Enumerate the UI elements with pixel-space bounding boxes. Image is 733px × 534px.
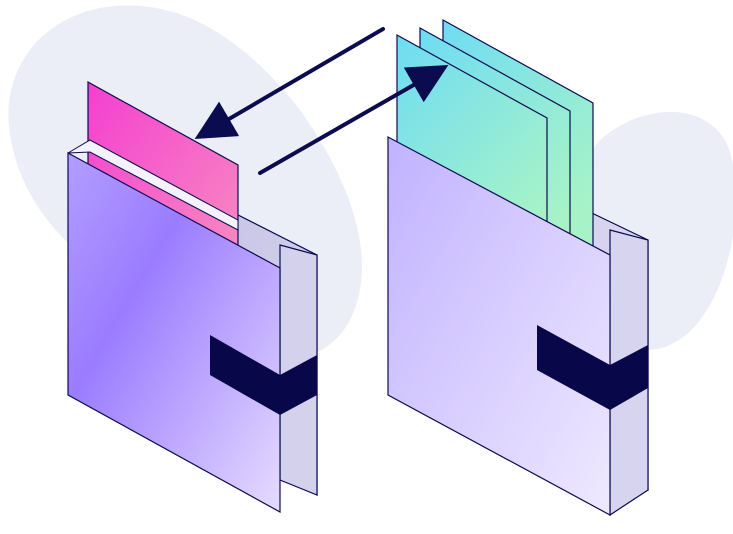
right-wallet	[387, 18, 649, 517]
right-wallet-front-panel	[387, 136, 611, 517]
right-wallet-clasp-icon	[537, 325, 648, 410]
left-wallet	[67, 80, 318, 514]
return-arrow-icon	[258, 65, 449, 175]
left-wallet-front-panel	[67, 151, 281, 514]
left-wallet-inner-strip	[67, 139, 239, 231]
send-arrow-icon	[194, 27, 385, 140]
left-wallet-clasp-icon	[210, 335, 317, 415]
